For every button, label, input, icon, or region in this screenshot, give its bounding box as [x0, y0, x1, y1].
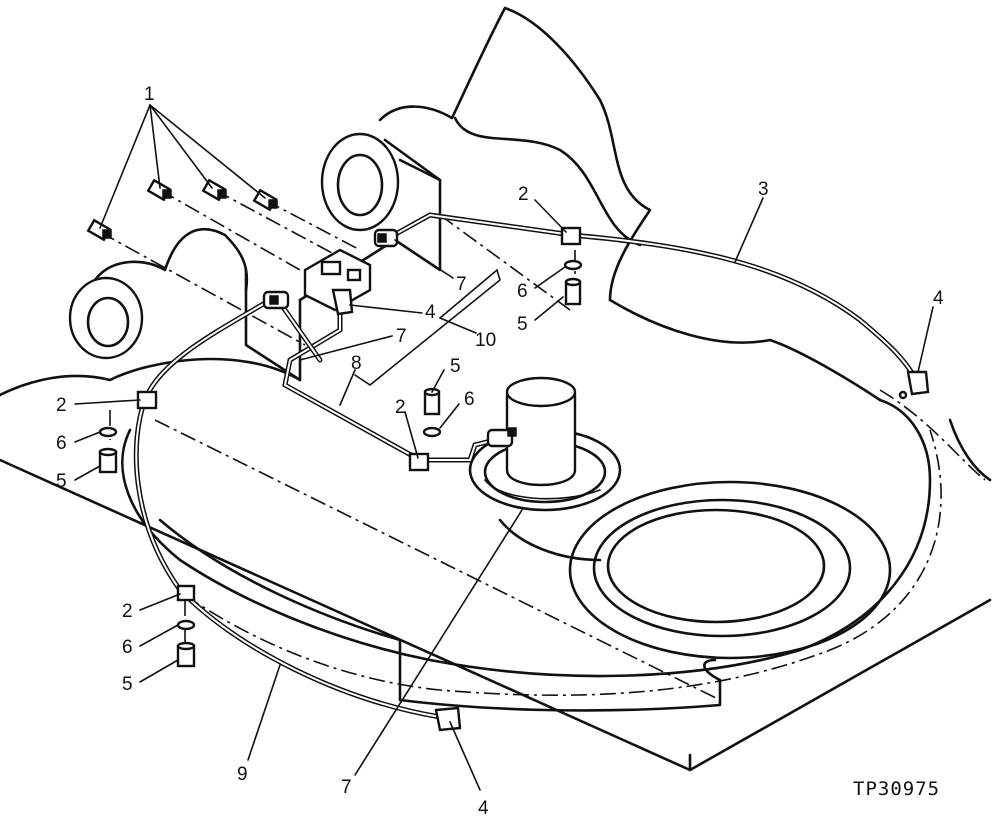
callout-2: 2 — [122, 601, 133, 622]
cap-screw-icon[interactable] — [98, 447, 118, 474]
callout-4: 4 — [478, 798, 489, 818]
manifold-block — [303, 248, 372, 312]
callout-10: 10 — [475, 330, 496, 351]
elbow-fitting-icon[interactable] — [486, 427, 517, 448]
callout-2: 2 — [395, 397, 406, 418]
elbow-icon[interactable] — [898, 370, 930, 400]
callout-4: 4 — [933, 288, 944, 309]
callout-5: 5 — [517, 314, 528, 335]
callout-5: 5 — [450, 356, 461, 377]
centerlines — [99, 189, 986, 701]
grease-fitting-icon[interactable] — [252, 188, 278, 212]
callout-1: 1 — [144, 84, 155, 105]
figure-id: TP30975 — [853, 778, 940, 800]
center-swivel — [468, 376, 622, 512]
cap-screw-icon[interactable] — [423, 387, 441, 416]
tube-clamp-icon[interactable] — [408, 452, 430, 472]
swing-frame-plate — [0, 357, 992, 772]
callout-7: 7 — [456, 274, 467, 295]
callout-2: 2 — [518, 184, 529, 205]
grease-tubes — [133, 212, 918, 720]
elbow-fitting-icon[interactable] — [262, 290, 290, 310]
callout-8: 8 — [351, 353, 362, 374]
callout-6: 6 — [122, 637, 133, 658]
callout-3: 3 — [758, 179, 769, 200]
callout-6: 6 — [464, 389, 475, 410]
fittings — [86, 178, 930, 732]
cap-screw-icon[interactable] — [176, 641, 196, 668]
callout-4: 4 — [425, 302, 436, 323]
tube-clamp-icon[interactable] — [176, 584, 196, 602]
elbow-icon[interactable] — [331, 288, 354, 316]
callouts: 1 2 3 4 7 6 5 4 7 10 8 5 6 2 2 6 5 4 2 6… — [56, 84, 944, 818]
elbow-icon[interactable] — [434, 706, 462, 732]
callout-7: 7 — [396, 326, 407, 347]
washer-icon[interactable] — [176, 619, 196, 631]
grease-fitting-icon[interactable] — [86, 218, 112, 242]
callout-6: 6 — [56, 433, 67, 454]
callout-5: 5 — [56, 471, 67, 492]
upper-frame-structure — [68, 6, 882, 402]
elbow-fitting-icon[interactable] — [373, 228, 399, 248]
cap-screw-icon[interactable] — [564, 277, 582, 306]
grease-fitting-icon[interactable] — [146, 178, 172, 202]
grease-fitting-icon[interactable] — [201, 178, 227, 202]
washer-icon[interactable] — [98, 426, 118, 438]
callout-6: 6 — [517, 281, 528, 302]
callout-2: 2 — [56, 395, 67, 416]
callout-9: 9 — [237, 764, 248, 785]
leader-lines — [74, 104, 934, 791]
callout-5: 5 — [122, 674, 133, 695]
callout-7: 7 — [341, 777, 352, 798]
washer-icon[interactable] — [422, 426, 442, 438]
washer-icon[interactable] — [563, 259, 583, 271]
